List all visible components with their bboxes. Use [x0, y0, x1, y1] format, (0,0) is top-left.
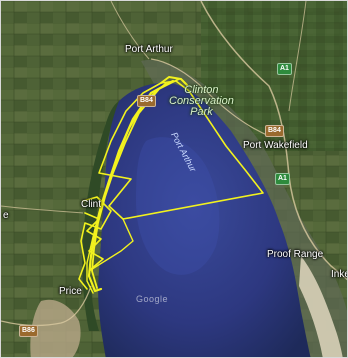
deep-water	[136, 137, 220, 275]
label-port-wakefield: Port Wakefield	[243, 140, 308, 151]
sand-coast	[299, 256, 343, 357]
label-proof-range: Proof Range	[267, 249, 324, 260]
road-b86	[1, 285, 92, 327]
road-shield-b84-right: B84	[265, 125, 284, 137]
west-shore	[82, 101, 119, 331]
road-b84	[150, 58, 270, 137]
road-north	[110, 1, 150, 60]
label-clinton-park: Clinton Conservation Park	[169, 85, 234, 118]
sandy-patch	[30, 299, 81, 357]
track-west-shore-3[interactable]	[86, 82, 167, 294]
road-shield-a1-mid: A1	[275, 173, 290, 185]
road-west	[1, 205, 84, 214]
gulf-water	[98, 82, 311, 357]
label-clinton-park-line2: Conservation	[169, 95, 234, 107]
label-price: Price	[59, 286, 82, 297]
label-clinton-park-line1: Clinton	[184, 84, 219, 96]
track-top-spur[interactable]	[160, 76, 188, 86]
track-zigzag[interactable]	[84, 212, 104, 270]
label-port-arthur-town: Port Arthur	[125, 44, 173, 55]
road-shield-b86: B86	[19, 325, 38, 337]
road-shield-b84-left: B84	[137, 95, 156, 107]
road-shield-a1-top: A1	[277, 63, 292, 75]
google-watermark: Google	[136, 294, 169, 304]
label-clinton-park-line3: Park	[190, 106, 213, 118]
label-clinton-town: Clint	[81, 199, 102, 210]
track-south-leg[interactable]	[88, 218, 134, 272]
label-left-edge: e	[3, 210, 9, 221]
track-clinton-loop[interactable]	[78, 196, 112, 290]
road-east	[288, 1, 307, 112]
